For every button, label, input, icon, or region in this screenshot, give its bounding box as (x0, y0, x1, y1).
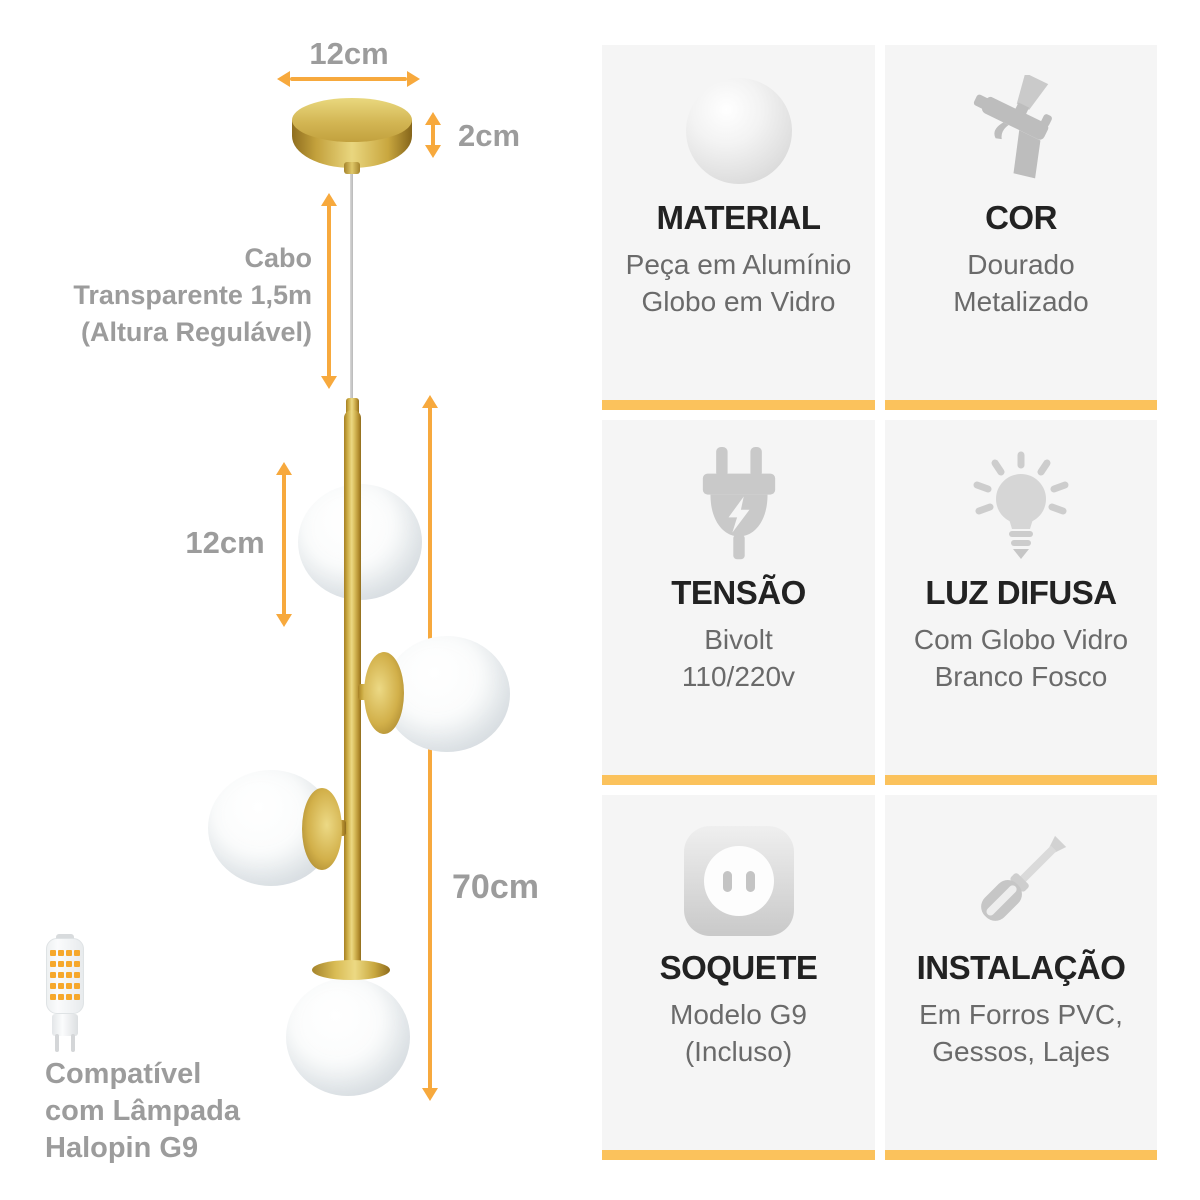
accent-bar (885, 775, 1157, 785)
spray-gun-icon (962, 75, 1080, 187)
spec-card-soquete: SOQUETE Modelo G9 (Incluso) (602, 795, 875, 1160)
spec-grid: MATERIAL Peça em Alumínio Globo em Vidro (602, 45, 1157, 1160)
socket-icon (683, 825, 794, 937)
spec-card-luz-difusa: LUZ DIFUSA Com Globo Vidro Branco Fosco (885, 420, 1157, 785)
accent-bar (885, 400, 1157, 410)
cable-label: Cabo Transparente 1,5m (Altura Regulável… (73, 243, 312, 347)
spec-desc: Bivolt 110/220v (681, 624, 796, 692)
accent-bar (602, 400, 875, 410)
spec-card-material: MATERIAL Peça em Alumínio Globo em Vidro (602, 45, 875, 410)
g9-bulb-pin (71, 1034, 75, 1052)
glass-globe-right (384, 636, 510, 752)
g9-bulb-glass (46, 938, 84, 1014)
g9-bulb-pin (55, 1034, 59, 1052)
spec-title: TENSÃO (671, 574, 806, 611)
canopy-nipple (344, 162, 360, 174)
spec-desc: Em Forros PVC, Gessos, Lajes (919, 999, 1123, 1067)
spec-card-tensao: TENSÃO Bivolt 110/220v (602, 420, 875, 785)
globe-mount-right (364, 652, 404, 734)
dimension-label-total-height: 70cm (452, 868, 539, 906)
spec-desc: Peça em Alumínio Globo em Vidro (625, 249, 852, 317)
spec-title: MATERIAL (656, 199, 821, 236)
accent-bar (602, 1150, 875, 1160)
bottom-disc-cap (312, 960, 390, 980)
sphere-icon (685, 75, 792, 187)
dimension-label-width: 12cm (309, 36, 389, 71)
accent-bar (602, 775, 875, 785)
spec-desc: Dourado Metalizado (953, 249, 1089, 317)
accent-bar (885, 1150, 1157, 1160)
g9-bulb-illustration (46, 934, 84, 1054)
spec-card-instalacao: INSTALAÇÃO Em Forros PVC, Gessos, Lajes (885, 795, 1157, 1160)
globe-mount-left (302, 788, 342, 870)
glass-globe-bottom (286, 978, 410, 1096)
suspension-cable (350, 172, 353, 404)
g9-bulb-base (52, 1014, 78, 1036)
dimension-label-canopy-height: 2cm (458, 118, 521, 153)
spec-desc: Modelo G9 (Incluso) (670, 999, 807, 1067)
dimension-label-globe: 12cm (185, 525, 265, 560)
spec-desc: Com Globo Vidro Branco Fosco (913, 624, 1129, 692)
bulb-icon (961, 450, 1081, 562)
lamp-rod (344, 410, 361, 970)
spec-title: INSTALAÇÃO (916, 949, 1126, 986)
g9-led-grid (50, 949, 80, 1003)
spec-title: LUZ DIFUSA (925, 574, 1117, 611)
screwdriver-icon (962, 825, 1080, 937)
spec-card-cor: COR Dourado Metalizado (885, 45, 1157, 410)
spec-title: SOQUETE (659, 949, 818, 986)
canopy-top (292, 98, 412, 142)
spec-title: COR (985, 199, 1057, 236)
plug-icon (687, 447, 791, 562)
lamp-diagram: 12cm 2cm Cabo Transparente 1,5m (Altura … (45, 36, 539, 1164)
compatibility-label: Compatível com Lâmpada Halopin G9 (45, 1058, 240, 1164)
